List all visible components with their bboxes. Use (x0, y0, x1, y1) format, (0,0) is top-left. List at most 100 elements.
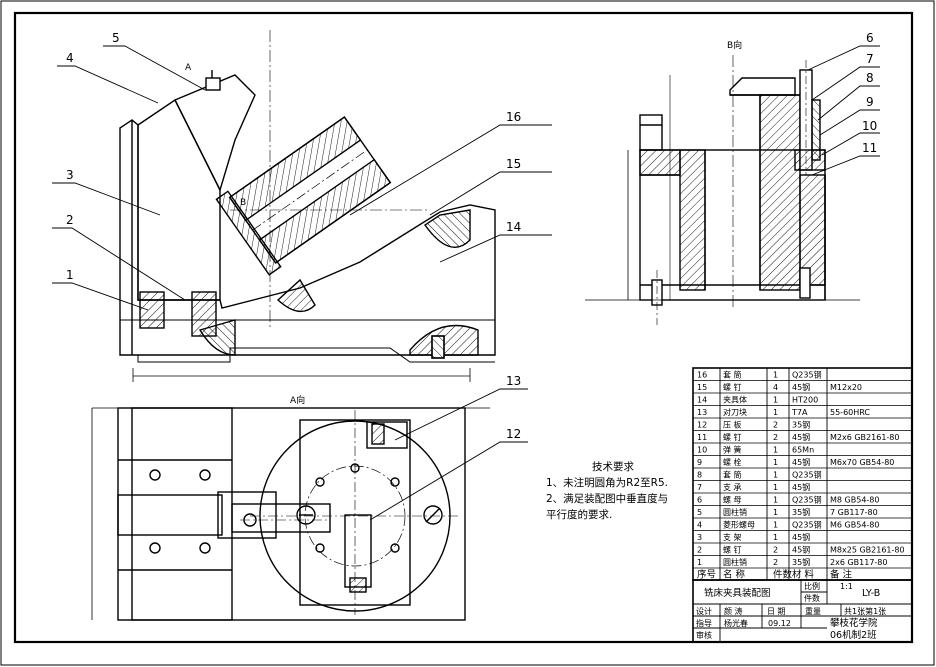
bom-cell-mat: Q235钢 (792, 495, 822, 505)
bom-cell-no: 14 (697, 396, 707, 405)
class-name: 06机制2班 (830, 629, 877, 641)
bom-cell-qty: 1 (773, 446, 778, 455)
bom-header-name: 名 称 (723, 569, 746, 581)
bom-header-qty: 件数 (773, 569, 793, 581)
balloon-16: 16 (506, 110, 521, 124)
bom-cell-no: 1 (697, 558, 702, 567)
bom-cell-no: 2 (697, 546, 702, 555)
balloon-8: 8 (866, 71, 874, 85)
bom-cell-mat: 45钢 (792, 382, 810, 392)
tech-req-line2: 2、满足装配图中垂直度与 (546, 492, 668, 505)
bom-cell-mat: HT200 (792, 396, 818, 405)
bom-cell-qty: 1 (773, 371, 778, 380)
bom-cell-no: 6 (697, 496, 702, 505)
balloon-15: 15 (506, 157, 521, 171)
balloon-2: 2 (66, 213, 74, 227)
bom-cell-mat: 35钢 (792, 507, 810, 517)
balloon-11: 11 (862, 141, 877, 155)
balloon-9: 9 (866, 95, 874, 109)
bom-cell-no: 5 (697, 508, 702, 517)
designer-name: 颜 涛 (724, 606, 743, 616)
bom-cell-name: 套 筒 (723, 470, 742, 480)
balloon-4: 4 (66, 51, 74, 65)
inner-frame (13, 11, 914, 644)
bom-cell-name: 螺 钉 (723, 382, 742, 392)
bom-cell-mat: Q235钢 (792, 370, 822, 380)
tech-req-line3: 平行度的要求. (546, 508, 612, 521)
bom-header-mat: 材 料 (792, 569, 815, 581)
bom-cell-qty: 1 (773, 533, 778, 542)
bom-cell-name: 压 板 (723, 420, 742, 430)
small-b-label: B (240, 198, 246, 208)
bom-cell-qty: 1 (773, 396, 778, 405)
guide-name: 杨光春 (724, 618, 748, 628)
bom-cell-mat: 35钢 (792, 557, 810, 567)
bom-cell-no: 10 (697, 446, 707, 455)
bom-cell-mat: Q235钢 (792, 470, 822, 480)
balloon-1: 1 (66, 268, 74, 282)
bom-cell-qty: 2 (773, 546, 778, 555)
bom-cell-remark: M2x6 GB2161-80 (830, 433, 899, 442)
bom-cell-qty: 2 (773, 421, 778, 430)
bom-cell-no: 13 (697, 408, 707, 417)
bom-cell-qty: 1 (773, 408, 778, 417)
b-view (585, 55, 860, 325)
sheet-count: 共1张第1张 (844, 606, 886, 616)
a-view-leaders (369, 388, 528, 521)
front-view (119, 30, 496, 382)
front-leaders (52, 45, 552, 311)
bom-cell-name: 支 架 (723, 532, 742, 542)
bom-cell-mat: 35钢 (792, 420, 810, 430)
drawing-date: 09.12 (768, 619, 791, 628)
b-view-label: B向 (727, 39, 742, 51)
bom-cell-mat: 45钢 (792, 532, 810, 542)
bom-cell-name: 支 承 (723, 482, 742, 492)
bom-cell-name: 螺 栓 (723, 457, 742, 467)
a-view-label: A向 (290, 394, 305, 406)
bom-cell-mat: T7A (791, 408, 808, 417)
balloon-13: 13 (506, 374, 521, 388)
bom-cell-name: 螺 钉 (723, 432, 742, 442)
bom-cell-mat: 45钢 (792, 432, 810, 442)
balloon-3: 3 (66, 168, 74, 182)
bom-cell-name: 螺 母 (723, 495, 742, 505)
bom-cell-no: 9 (697, 458, 702, 467)
small-a-label: A (185, 63, 192, 73)
scale-value: 1:1 (840, 582, 853, 591)
bom-cell-mat: 45钢 (792, 545, 810, 555)
balloon-7: 7 (866, 52, 874, 66)
bom-cell-mat: 45钢 (792, 457, 810, 467)
bom-cell-qty: 4 (773, 383, 778, 392)
bom-cell-remark: 7 GB117-80 (830, 508, 878, 517)
bom-cell-no: 12 (697, 421, 707, 430)
tech-req-title: 技术要求 (592, 460, 634, 473)
bom-cell-mat: 45钢 (792, 482, 810, 492)
tech-req-line1: 1、未注明圆角为R2至R5. (546, 476, 668, 489)
bom-cell-remark: M8x25 GB2161-80 (830, 546, 905, 555)
bom-cell-name: 螺 钉 (723, 545, 742, 555)
weight-label: 重量 (805, 606, 821, 616)
bom-cell-name: 弹 簧 (723, 445, 742, 455)
bom-cell-qty: 1 (773, 458, 778, 467)
bom-cell-qty: 1 (773, 521, 778, 530)
bom-cell-remark: M8 GB54-80 (830, 496, 879, 505)
bom-cell-no: 15 (697, 383, 707, 392)
bom-cell-qty: 2 (773, 558, 778, 567)
school-name: 攀枝花学院 (830, 617, 878, 629)
bom-cell-name: 圆柱销 (723, 507, 747, 517)
count-label: 件数 (804, 593, 820, 603)
bom-cell-qty: 1 (773, 496, 778, 505)
b-view-leaders (807, 45, 880, 176)
balloon-14: 14 (506, 220, 521, 234)
bom-cell-no: 8 (697, 471, 702, 480)
bom-cell-name: 套 筒 (723, 370, 742, 380)
drawing-title: 铣床夹具装配图 (704, 587, 771, 599)
bom-cell-no: 4 (697, 521, 702, 530)
balloon-10: 10 (862, 119, 877, 133)
balloon-5: 5 (112, 31, 120, 45)
bom-cell-mat: 65Mn (792, 446, 814, 455)
